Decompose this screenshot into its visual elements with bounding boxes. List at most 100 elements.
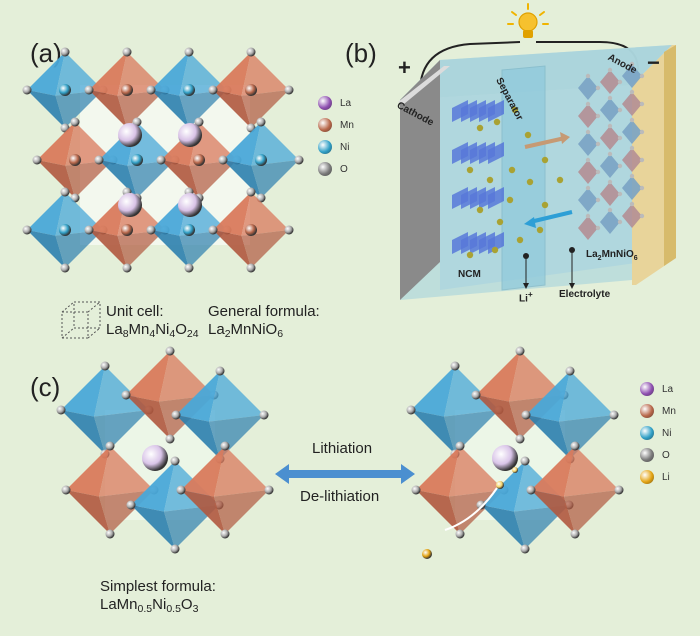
atom — [118, 193, 142, 217]
atom — [570, 529, 580, 539]
unit-cell-label: Unit cell: — [106, 303, 164, 320]
atom — [121, 390, 131, 400]
atom — [255, 154, 267, 166]
legend-dot-la — [640, 382, 654, 396]
atom — [178, 193, 202, 217]
atom — [245, 84, 257, 96]
atom — [184, 263, 194, 273]
electrolyte-label: Electrolyte — [559, 289, 611, 300]
crystal-structure-c-left — [56, 346, 274, 554]
atom — [455, 529, 465, 539]
atom — [105, 441, 115, 451]
atom — [256, 117, 266, 127]
legend-item-mn: Mn — [640, 400, 676, 422]
atom — [609, 410, 619, 420]
general-formula-value: La2MnNiO6 — [208, 321, 284, 340]
legend-dot-li — [640, 470, 654, 484]
atom — [61, 485, 71, 495]
legend-item-o: O — [640, 444, 676, 466]
atom — [218, 155, 228, 165]
atom — [146, 225, 156, 235]
atom — [70, 117, 80, 127]
atom — [165, 434, 175, 444]
atom — [184, 47, 194, 57]
atom — [142, 445, 168, 471]
atom — [520, 544, 530, 554]
atom — [406, 405, 416, 415]
atom — [171, 410, 181, 420]
legend-item-ni: Ni — [640, 422, 676, 444]
li-ion-label: Li+ — [519, 289, 533, 305]
atom — [496, 481, 504, 489]
unit-cell-icon — [61, 301, 101, 339]
atom — [220, 441, 230, 451]
atom — [515, 346, 525, 356]
atom — [476, 500, 486, 510]
crystal-structure-a — [22, 47, 304, 273]
octahedron — [61, 366, 149, 454]
double-arrow-icon — [275, 464, 415, 484]
simplest-formula-text: Simplest formula: LaMn0.5Ni0.5O3 — [100, 578, 216, 614]
legend-label: Ni — [340, 141, 350, 153]
atom — [84, 85, 94, 95]
legend-item-ni: Ni — [318, 136, 354, 158]
atom — [220, 529, 230, 539]
atom — [194, 117, 204, 127]
atom — [284, 85, 294, 95]
atom — [122, 47, 132, 57]
atom — [422, 549, 432, 559]
atom — [60, 47, 70, 57]
atom — [22, 225, 32, 235]
atom — [146, 85, 156, 95]
legend-dot-ni — [640, 426, 654, 440]
atom — [294, 155, 304, 165]
simplest-formula-label: Simplest formula: — [100, 578, 216, 595]
atom — [570, 441, 580, 451]
atom — [59, 224, 71, 236]
atom — [105, 529, 115, 539]
light-bulb-icon — [507, 3, 549, 38]
atom — [118, 123, 142, 147]
atom — [515, 434, 525, 444]
legend-dot-mn — [640, 404, 654, 418]
atom — [208, 85, 218, 95]
atom — [170, 456, 180, 466]
general-formula-text: General formula: La2MnNiO6 — [208, 303, 320, 339]
atom — [22, 85, 32, 95]
anode-material-label: La2MnNiO6 — [586, 249, 638, 262]
atom — [246, 187, 256, 197]
atom — [121, 84, 133, 96]
octahedron — [66, 446, 154, 534]
atom — [170, 544, 180, 554]
atom — [60, 187, 70, 197]
atom — [156, 155, 166, 165]
panel-label-b: (b) — [345, 38, 377, 68]
legend-dot-mn — [318, 118, 332, 132]
legend-item-mn: Mn — [318, 114, 354, 136]
legend-label: O — [662, 449, 670, 461]
general-formula-label: General formula: — [208, 303, 320, 320]
atom — [471, 390, 481, 400]
atom — [122, 263, 132, 273]
atom — [259, 410, 269, 420]
legend-label: La — [662, 383, 674, 395]
legend-dot-la — [318, 96, 332, 110]
atom — [56, 405, 66, 415]
atom — [69, 154, 81, 166]
atom — [176, 485, 186, 495]
atom — [183, 84, 195, 96]
atom — [565, 366, 575, 376]
lithiation-label: Lithiation — [312, 440, 373, 457]
legend-label: Mn — [340, 119, 354, 131]
atom — [521, 410, 531, 420]
atom — [183, 224, 195, 236]
atom — [520, 456, 530, 466]
atom — [178, 123, 202, 147]
atom — [121, 224, 133, 236]
octahedron — [531, 446, 619, 534]
panel-label-c: (c) — [30, 372, 61, 402]
cathode-terminal-plus: + — [398, 55, 411, 80]
atom — [264, 485, 274, 495]
